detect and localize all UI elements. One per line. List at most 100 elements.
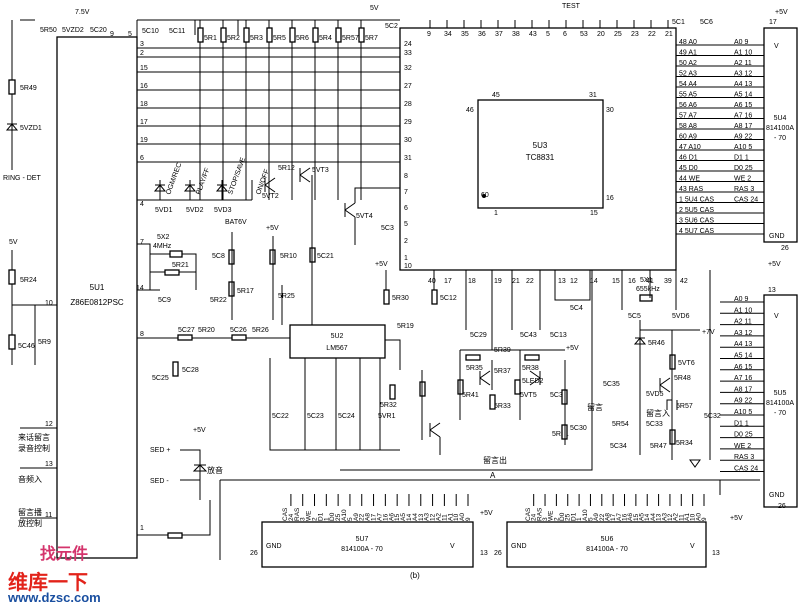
u3-left-pin-label: 6 — [404, 205, 408, 212]
u5-pin-label: RAS 3 — [734, 454, 754, 461]
chip-pin-label: A5 — [400, 513, 407, 521]
top-bank-label: 5R5 — [273, 35, 286, 42]
label-5v-r32: +5V — [375, 261, 388, 268]
u3-left-pin-label: 28 — [404, 101, 412, 108]
u3-left-pin-label: 27 — [404, 83, 412, 90]
vt6-wiring — [640, 329, 701, 468]
watermark-logo: 找元件 — [40, 546, 89, 563]
top-bank-label: 5R2 — [227, 35, 240, 42]
label-discharge: 放音 — [207, 465, 223, 475]
u4-left-pin-label: 47 A10 — [679, 144, 701, 151]
u1-pin-1: 1 — [140, 525, 144, 532]
u3-top-pin-label: 25 — [614, 31, 622, 38]
u4-right-pin-label: D0 25 — [734, 165, 753, 172]
label-5c20: 5C20 — [90, 27, 107, 34]
label-u5-gnd-pin: 26 — [778, 503, 786, 510]
left-signal-lines — [20, 427, 57, 519]
label-u7-gnd: GND — [266, 543, 282, 550]
label-5r37: 5C36 — [550, 392, 567, 399]
label-5r21: 5C8 — [212, 253, 225, 260]
label-u5-vcc-pin: 13 — [768, 287, 776, 294]
u3-inner-16: 16 — [606, 195, 614, 202]
top-bank-label: 5R3 — [250, 35, 263, 42]
label-5c3: 5C3 — [381, 225, 394, 232]
label-5r12: 5R12 — [278, 165, 295, 172]
u3-top-pin-label: 20 — [597, 31, 605, 38]
u3-top-pin-label: 9 — [427, 31, 431, 38]
top-bank-resistor — [243, 27, 250, 43]
u4-left-pin-label: 58 A8 — [679, 123, 697, 130]
label-u4-gnd: GND — [769, 233, 785, 240]
chip-pin-label: RAS — [294, 507, 301, 521]
label-5v-r17: +5V — [266, 225, 279, 232]
u1-body — [56, 36, 138, 559]
u3-top-pin-label: 6 — [563, 31, 567, 38]
u4-part: 814100A — [766, 125, 794, 132]
chip-pin-label: D1 — [570, 512, 577, 521]
u3-bottom-pin-label: 39 — [664, 278, 672, 285]
u3-inner-45: 45 — [492, 92, 500, 99]
u5-pin-label: D1 1 — [734, 420, 749, 427]
chip-pin-label: RAS — [536, 507, 543, 521]
u3-inner-46: 46 — [466, 107, 474, 114]
u4-left-pin-label: 56 A6 — [679, 102, 697, 109]
sed-led — [180, 449, 208, 500]
u3-inner-30: 30 — [606, 107, 614, 114]
u3-bottom-pin-label: 22 — [526, 278, 534, 285]
label-5r54: 5C34 — [610, 443, 627, 450]
label-5r47: 5R34 — [676, 440, 693, 447]
u3-top-pin-label: 22 — [648, 31, 656, 38]
label-5r17: 5R10 — [280, 253, 297, 260]
u3-left-pin-label: 33 — [404, 50, 412, 57]
label-vcc-top: +5V — [775, 9, 788, 16]
top-bank-label: 5R57 — [342, 35, 359, 42]
u5-suffix: - 70 — [774, 410, 786, 417]
label-5r35: 5R41 — [462, 392, 479, 399]
u4-left-pin-label: 54 A4 — [679, 81, 697, 88]
u1-pin-8: 8 — [140, 331, 144, 338]
label-5c22: 5C23 — [307, 413, 324, 420]
chip-pin-label: A0 — [695, 513, 702, 521]
u5-pin-label: A9 22 — [734, 398, 752, 405]
u1-pin-12: 12 — [45, 421, 53, 428]
label-5r23: 5R24 — [20, 277, 37, 284]
r23 — [8, 269, 16, 285]
label-5r36: 5R38 — [522, 365, 539, 372]
label-5vd1: 5VD1 — [155, 207, 173, 214]
chip-pin-label: 9 — [465, 517, 472, 521]
bus-a — [219, 479, 760, 560]
u4-name: 5U4 — [774, 115, 787, 122]
top-bank-resistor — [335, 27, 342, 43]
u4-right-pin-label: A6 15 — [734, 102, 752, 109]
chip-pin-label: 22 — [599, 513, 606, 521]
label-sed-p: SED + — [150, 447, 170, 454]
u3-bottom-pin-label: 13 — [558, 278, 566, 285]
label-5r39: 5R33 — [494, 403, 511, 410]
label-5r49: 5R49 — [20, 85, 37, 92]
label-u5-gnd: GND — [769, 492, 785, 499]
u1-bus-pin-label: 2 — [140, 50, 144, 57]
u3-left-pin-label: 5 — [404, 221, 408, 228]
u5-pin-label: WE 2 — [734, 443, 751, 450]
chip-pin-label: A8 — [365, 513, 372, 521]
u4-right-pin-label: A7 16 — [734, 113, 752, 120]
chip-pin-label: CAS — [525, 507, 532, 521]
x2-wiring — [137, 243, 197, 291]
label-5r30: 5C12 — [440, 295, 457, 302]
u3-bottom-pin-label: 14 — [590, 278, 598, 285]
label-5c24: 5VR1 — [378, 413, 396, 420]
label-msg-led: 留言 — [587, 402, 603, 412]
chip-pin-label: 17 — [371, 513, 378, 521]
x1-crystal — [639, 294, 653, 302]
u4-right-pin-label: A5 14 — [734, 92, 752, 99]
u3-left-pin-label: 10 — [404, 263, 412, 270]
chip-pin-label: A10 — [582, 509, 589, 521]
label-5c1: 5C1 — [672, 19, 685, 26]
top-bank-resistor — [289, 27, 296, 43]
label-4mhz: 4MHz — [153, 243, 172, 250]
u3-bottom-pin-label: 18 — [468, 278, 476, 285]
u5-pin-label: A5 14 — [734, 353, 752, 360]
